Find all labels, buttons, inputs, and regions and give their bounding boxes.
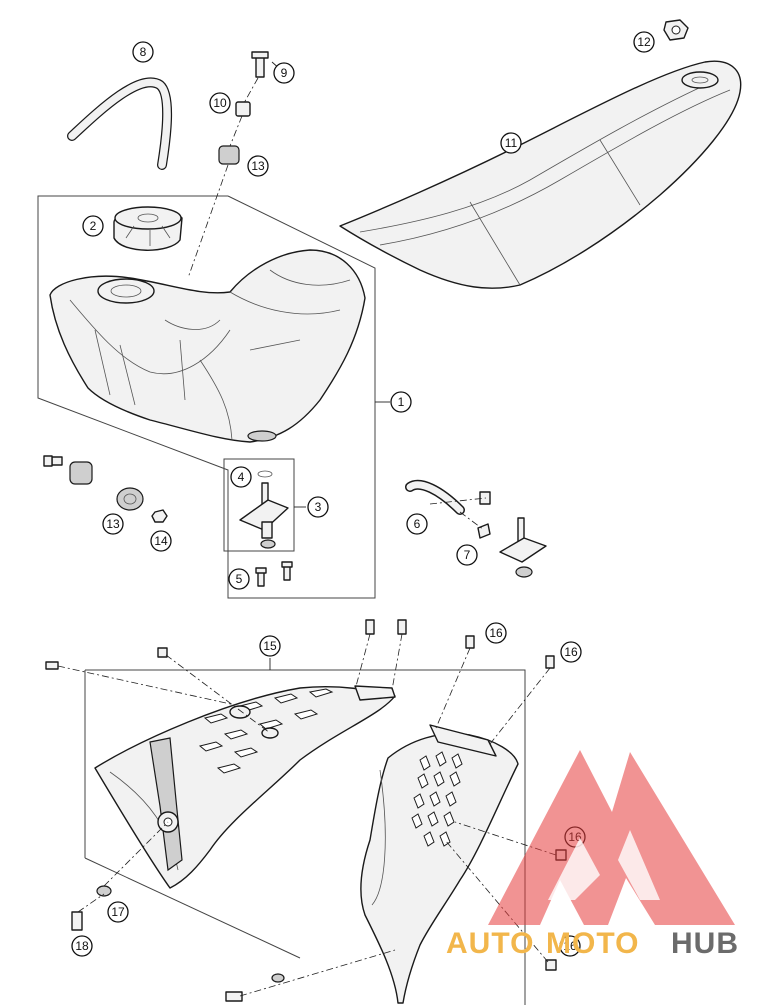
svg-text:16: 16 xyxy=(563,939,577,953)
rubber-bushing-top-part xyxy=(218,145,240,165)
callout-13-lower: 13 xyxy=(102,513,124,535)
callout-1: 1 xyxy=(390,391,412,413)
right-spoiler-part xyxy=(360,724,519,1004)
callout-11: 11 xyxy=(500,132,522,154)
svg-text:16: 16 xyxy=(564,645,578,659)
hose-clip-part xyxy=(477,523,491,539)
svg-text:10: 10 xyxy=(213,96,227,110)
svg-text:18: 18 xyxy=(75,939,89,953)
right-spoiler-vents xyxy=(411,751,463,847)
svg-text:1: 1 xyxy=(398,395,405,409)
left-spoiler-part xyxy=(94,685,396,889)
callout-4: 4 xyxy=(230,466,252,488)
svg-text:17: 17 xyxy=(111,905,125,919)
svg-text:12: 12 xyxy=(637,35,651,49)
seat-fastener-part xyxy=(663,19,689,41)
svg-text:3: 3 xyxy=(315,500,322,514)
mounting-bolt-part xyxy=(251,51,269,78)
fuel-tap-part xyxy=(239,470,289,549)
svg-text:16: 16 xyxy=(489,626,503,640)
tap-screw-part xyxy=(255,561,293,587)
callout-14: 14 xyxy=(150,530,172,552)
svg-text:5: 5 xyxy=(236,572,243,586)
watermark-text: AUTO MOTO HUB xyxy=(446,927,739,960)
callout-16-a: 16 xyxy=(485,622,507,644)
spoiler-washer-parts xyxy=(96,885,285,983)
callout-5: 5 xyxy=(228,568,250,590)
svg-text:4: 4 xyxy=(238,470,245,484)
tank-assembly-frame xyxy=(37,195,376,599)
rubber-bushing-lower-part xyxy=(116,487,144,511)
nut-part xyxy=(151,509,168,523)
tank-mount-bolt-part xyxy=(43,455,63,467)
svg-text:7: 7 xyxy=(464,548,471,562)
tap-subframe xyxy=(223,458,295,552)
callout-13-top: 13 xyxy=(247,155,269,177)
svg-text:MOTO: MOTO xyxy=(546,927,639,960)
svg-text:15: 15 xyxy=(263,639,277,653)
callout-16-b: 16 xyxy=(560,641,582,663)
callout-15: 15 xyxy=(259,635,281,657)
callout-16-d: 16 xyxy=(559,935,581,957)
left-spoiler-vents xyxy=(198,688,334,774)
callout-7: 7 xyxy=(456,544,478,566)
callout-2: 2 xyxy=(82,215,104,237)
callout-6: 6 xyxy=(406,513,428,535)
callout-9: 9 xyxy=(273,62,295,84)
svg-text:9: 9 xyxy=(281,66,288,80)
svg-text:2: 2 xyxy=(90,219,97,233)
svg-text:11: 11 xyxy=(505,136,518,150)
svg-text:13: 13 xyxy=(106,517,120,531)
seat-part xyxy=(339,60,742,289)
fuel-line-part xyxy=(405,479,491,515)
svg-text:13: 13 xyxy=(251,159,265,173)
callout-12: 12 xyxy=(633,31,655,53)
callout-10: 10 xyxy=(209,92,231,114)
svg-text:HUB: HUB xyxy=(671,927,739,960)
rubber-bushing-left-part xyxy=(69,461,93,485)
hose-part xyxy=(67,77,173,170)
callout-17: 17 xyxy=(107,901,129,923)
spacer-part xyxy=(235,101,251,117)
svg-text:8: 8 xyxy=(140,45,147,59)
callout-8: 8 xyxy=(132,41,154,63)
svg-text:14: 14 xyxy=(154,534,168,548)
filler-cap-part xyxy=(113,206,183,251)
fuel-tap-alt-part xyxy=(499,517,547,578)
fuel-tank-part xyxy=(49,249,366,443)
callout-3: 3 xyxy=(307,496,329,518)
callout-18: 18 xyxy=(71,935,93,957)
svg-text:AUTO: AUTO xyxy=(446,927,534,960)
watermark-logo xyxy=(488,750,735,925)
svg-text:6: 6 xyxy=(414,517,421,531)
